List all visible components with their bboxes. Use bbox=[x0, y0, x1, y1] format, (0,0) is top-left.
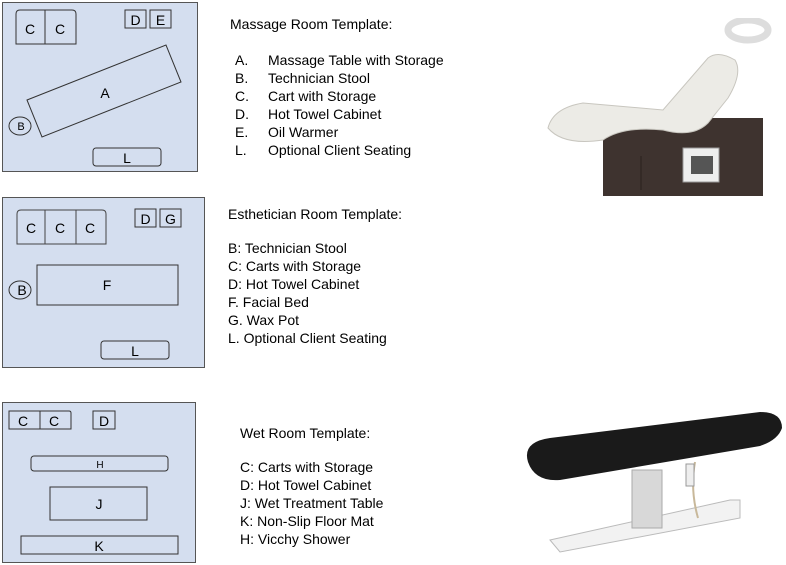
legend-label: Oil Warmer bbox=[268, 124, 339, 140]
wet-table-image bbox=[526, 412, 782, 553]
label-f: F bbox=[103, 277, 112, 293]
label-j: J bbox=[96, 496, 103, 512]
legend-item: B. Technician Stool bbox=[235, 69, 444, 87]
esthetician-legend: B: Technician Stool C: Carts with Storag… bbox=[228, 239, 387, 347]
legend-item: D: Hot Towel Cabinet bbox=[228, 276, 360, 292]
cart-c1 bbox=[16, 209, 46, 245]
legend-item: F. Facial Bed bbox=[228, 294, 309, 310]
legend-item: E. Oil Warmer bbox=[235, 123, 444, 141]
legend-item: K: Non-Slip Floor Mat bbox=[240, 513, 374, 529]
legend-item: H: Vicchy Shower bbox=[240, 531, 351, 547]
wax-pot-g bbox=[159, 208, 182, 228]
massage-legend: A. Massage Table with Storage B. Technicia… bbox=[235, 51, 444, 159]
wet-title: Wet Room Template: bbox=[240, 425, 371, 441]
floor-mat-k bbox=[20, 535, 179, 555]
legend-label: Hot Towel Cabinet bbox=[268, 106, 382, 122]
technician-stool-b bbox=[8, 116, 32, 136]
legend-item: C: Carts with Storage bbox=[228, 258, 362, 274]
massage-table-a bbox=[26, 44, 182, 138]
legend-key: A. bbox=[235, 52, 249, 68]
legend-label: Optional Client Seating bbox=[268, 142, 412, 158]
label-c2: C bbox=[49, 413, 59, 429]
label-h: H bbox=[96, 460, 103, 471]
client-seating-l bbox=[92, 147, 162, 167]
label-k: K bbox=[94, 538, 104, 554]
cart-c1 bbox=[15, 9, 46, 45]
legend-label: Cart with Storage bbox=[268, 88, 377, 104]
label-a: A bbox=[100, 85, 110, 101]
legend-item: J: Wet Treatment Table bbox=[240, 495, 384, 511]
cart-c3 bbox=[75, 209, 107, 245]
legend-item: B: Technician Stool bbox=[228, 240, 347, 256]
hot-towel-cabinet-d bbox=[124, 9, 147, 29]
oil-warmer-e bbox=[149, 9, 172, 29]
wet-treatment-table-j bbox=[49, 486, 148, 521]
legend-item: L. Optional Client Seating bbox=[228, 330, 387, 346]
wet-legend: C: Carts with Storage D: Hot Towel Cabin… bbox=[240, 458, 383, 548]
label-c1: C bbox=[18, 413, 28, 429]
esthetician-room-diagram: C C C D G F B L bbox=[2, 197, 205, 368]
technician-stool-b bbox=[8, 280, 32, 300]
massage-title: Massage Room Template: bbox=[230, 16, 393, 32]
label-l: L bbox=[131, 343, 139, 359]
label-c1: C bbox=[25, 21, 35, 37]
legend-label: Massage Table with Storage bbox=[268, 52, 444, 68]
label-d: D bbox=[99, 413, 109, 429]
massage-table-image bbox=[547, 18, 772, 196]
legend-key: E. bbox=[235, 124, 249, 140]
vichy-shower-h bbox=[30, 455, 169, 472]
legend-key: C. bbox=[235, 88, 249, 104]
facial-bed-f bbox=[36, 264, 179, 306]
hot-towel-cabinet-d bbox=[92, 410, 116, 430]
legend-item: G. Wax Pot bbox=[228, 312, 300, 328]
client-seating-l bbox=[100, 340, 170, 360]
legend-item: L. Optional Client Seating bbox=[235, 141, 444, 159]
label-c2: C bbox=[55, 220, 65, 236]
label-l: L bbox=[123, 150, 131, 166]
label-g: G bbox=[165, 211, 176, 227]
legend-item: D. Hot Towel Cabinet bbox=[235, 105, 444, 123]
wet-room-diagram: C C D H J K bbox=[2, 402, 196, 563]
legend-key: D. bbox=[235, 106, 249, 122]
esthetician-title: Esthetician Room Template: bbox=[228, 206, 403, 222]
label-c3: C bbox=[85, 220, 95, 236]
label-c2: C bbox=[55, 21, 65, 37]
label-b: B bbox=[17, 121, 24, 133]
cart-c2 bbox=[39, 410, 72, 430]
massage-room-diagram: C C D E A B L bbox=[2, 2, 198, 172]
label-e: E bbox=[156, 12, 165, 28]
legend-key: B. bbox=[235, 70, 249, 86]
label-c1: C bbox=[26, 220, 36, 236]
hot-towel-cabinet-d bbox=[134, 208, 157, 228]
legend-item: D: Hot Towel Cabinet bbox=[240, 477, 372, 493]
legend-key: L. bbox=[235, 142, 247, 158]
legend-label: Technician Stool bbox=[268, 70, 370, 86]
legend-item: C. Cart with Storage bbox=[235, 87, 444, 105]
legend-item: C: Carts with Storage bbox=[240, 459, 374, 475]
label-d: D bbox=[130, 12, 140, 28]
label-d: D bbox=[140, 211, 150, 227]
legend-item: A. Massage Table with Storage bbox=[235, 51, 444, 69]
cart-c2 bbox=[44, 9, 77, 45]
label-b: B bbox=[17, 282, 26, 298]
